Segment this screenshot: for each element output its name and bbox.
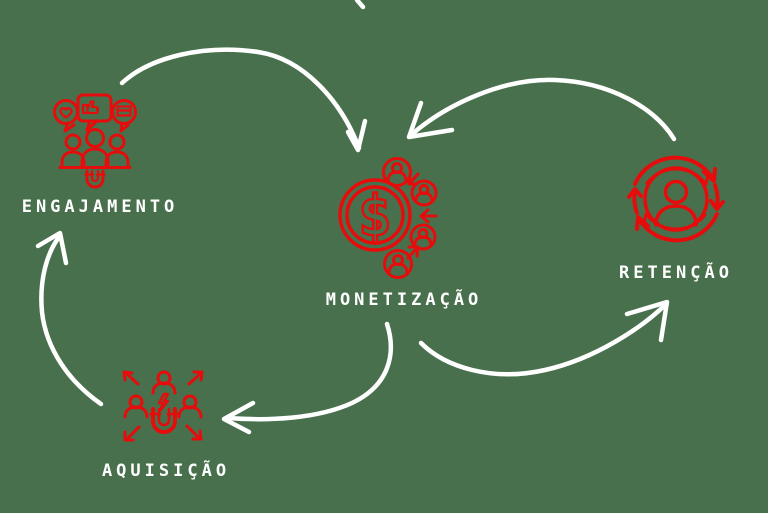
arrow-up-right (187, 370, 204, 386)
mini-arrow-up-right (406, 245, 420, 260)
monetizacao-icon: $ (338, 157, 438, 279)
arrow-retencao-to-monetizacao (406, 77, 677, 142)
node-label-retencao: RETENÇÃO (619, 263, 733, 283)
arrow-down-right (185, 424, 203, 441)
dollar-sign: $ (358, 184, 392, 249)
user-bubble (382, 157, 412, 187)
node-label-monetizacao: MONETIZAÇÃO (325, 290, 483, 310)
outer-cycle-arcs (627, 155, 725, 243)
arrow-down-left (123, 425, 141, 442)
top-edge-stroke-fragment (354, 0, 366, 10)
outward-arrows (122, 370, 204, 442)
node-label-engajamento: ENGAJAMENTO (21, 197, 179, 217)
speech-bubble-card (111, 99, 137, 133)
arrow-engajamento-to-monetizacao (119, 47, 368, 153)
mini-arrow-down-left (407, 172, 420, 186)
magnet-glyph (84, 169, 106, 189)
retencao-icon (627, 155, 725, 243)
mini-arrow-left (419, 208, 438, 224)
dollar-coin: $ (338, 178, 412, 252)
speech-bubble-heart (53, 99, 79, 133)
magnet-glyph (149, 407, 179, 434)
arrow-up-left (122, 370, 140, 386)
people-group (123, 370, 203, 419)
engajamento-icon (53, 93, 137, 189)
inner-cycle-arcs (642, 167, 710, 231)
lightning-bolt (157, 392, 170, 413)
aquisicao-icon (122, 370, 204, 442)
arrow-aquisicao-to-engajamento (35, 230, 104, 407)
node-label-aquisicao: AQUISIÇÃO (101, 461, 231, 481)
user-bubble (409, 223, 437, 251)
people-group (58, 128, 132, 169)
user-bubble (383, 249, 413, 279)
user-flow-ring (382, 157, 438, 279)
speech-bubble-thumbs-up (76, 93, 113, 132)
user-bubble (410, 179, 438, 207)
arrow-monetizacao-to-retencao (418, 299, 670, 377)
arrow-monetizacao-to-aquisicao (221, 321, 394, 435)
